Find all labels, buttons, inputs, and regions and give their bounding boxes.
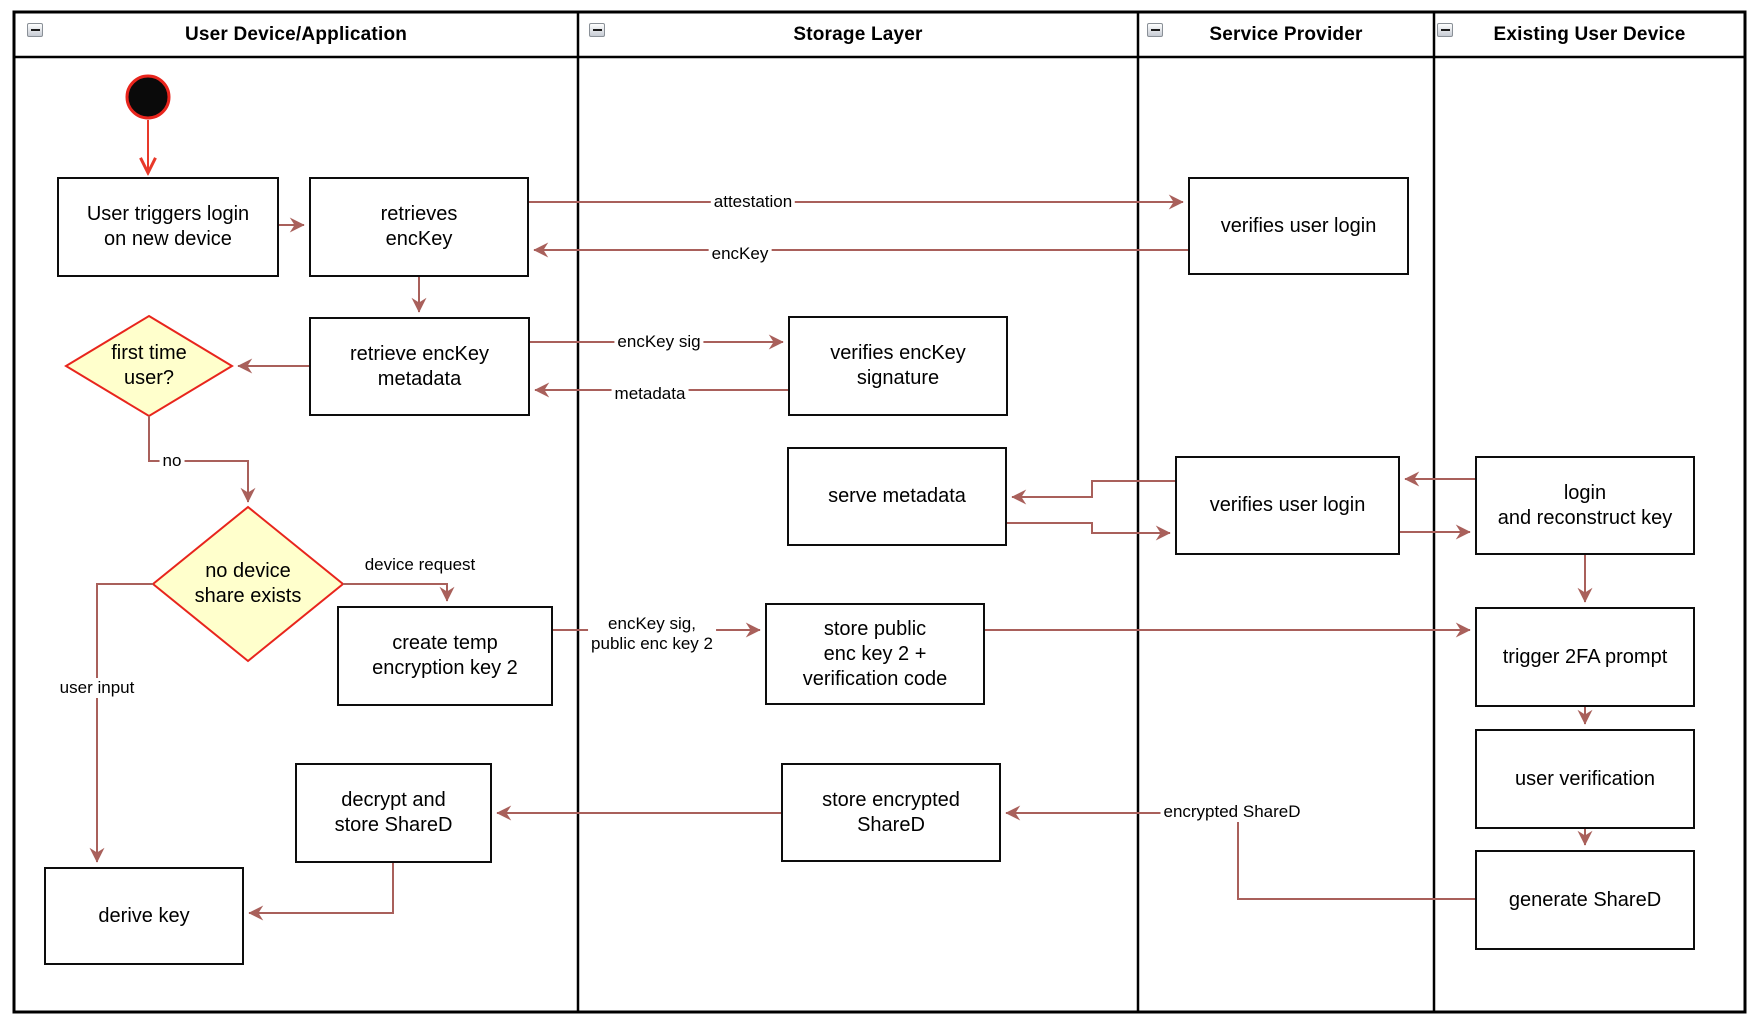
lane-header-service-provider[interactable]: Service Provider xyxy=(1138,12,1434,57)
store-encrypted-shared[interactable]: store encrypted ShareD xyxy=(781,763,1001,862)
edge-label-metadata-return[interactable]: metadata xyxy=(611,384,689,404)
minus-icon xyxy=(1150,29,1160,31)
verifies-user-login-mid[interactable]: verifies user login xyxy=(1175,456,1400,555)
edge-servemeta-to-verifies[interactable] xyxy=(1007,522,1171,541)
trigger-2fa-prompt[interactable]: trigger 2FA prompt xyxy=(1475,607,1695,707)
edge-device-request[interactable] xyxy=(343,583,455,602)
edge-user-input[interactable] xyxy=(89,583,153,863)
minus-icon xyxy=(592,29,602,31)
first-time-user-label[interactable]: first time user? xyxy=(111,342,187,389)
edge-label-enckey-sig[interactable]: encKey sig xyxy=(614,332,704,352)
diagram-shapes xyxy=(64,74,345,663)
user-triggers-login[interactable]: User triggers login on new device xyxy=(57,177,279,277)
diagram-edges xyxy=(89,120,1593,921)
edge-no-branch[interactable] xyxy=(148,416,256,503)
create-temp-key2[interactable]: create temp encryption key 2 xyxy=(337,606,553,706)
no-device-share-exists-label[interactable]: no device share exists xyxy=(194,560,302,607)
decrypt-store-shared[interactable]: decrypt and store ShareD xyxy=(295,763,492,863)
retrieves-enckey[interactable]: retrieves encKey xyxy=(309,177,529,277)
edge-label-user-input[interactable]: user input xyxy=(56,678,138,698)
lane-title: User Device/Application xyxy=(184,23,408,45)
user-verification[interactable]: user verification xyxy=(1475,729,1695,829)
edge-verifies-to-servemeta[interactable] xyxy=(1011,480,1175,505)
verifies-enckey-signature[interactable]: verifies encKey signature xyxy=(788,316,1008,416)
lane-header-user-device-application[interactable]: User Device/Application xyxy=(14,12,578,57)
edge-label-no-branch[interactable]: no xyxy=(159,451,185,471)
generate-shared[interactable]: generate ShareD xyxy=(1475,850,1695,950)
lane-title: Service Provider xyxy=(1209,23,1363,45)
no-device-share-exists[interactable] xyxy=(151,505,345,663)
minus-icon xyxy=(30,29,40,31)
store-public-enc-key2[interactable]: store public enc key 2 + verification co… xyxy=(765,603,985,705)
serve-metadata[interactable]: serve metadata xyxy=(787,447,1007,546)
edge-label-enckey-sig-pubkey2[interactable]: encKey sig, public enc key 2 xyxy=(588,614,716,654)
edge-label-enckey-return[interactable]: encKey xyxy=(708,244,772,264)
edge-encrypted-shared[interactable] xyxy=(1005,805,1475,900)
edge-decrypt-to-derive[interactable] xyxy=(248,863,394,921)
edge-label-attestation[interactable]: attestation xyxy=(710,192,796,212)
start-state[interactable] xyxy=(125,74,171,120)
edge-label-encrypted-shared[interactable]: encrypted ShareD xyxy=(1160,802,1304,822)
lane-header-existing-user-device[interactable]: Existing User Device xyxy=(1434,12,1745,57)
derive-key[interactable]: derive key xyxy=(44,867,244,965)
lane-title: Existing User Device xyxy=(1493,23,1686,45)
collapse-lane-4-minus-icon[interactable] xyxy=(1437,23,1453,37)
login-reconstruct-key[interactable]: login and reconstruct key xyxy=(1475,456,1695,555)
collapse-lane-2-minus-icon[interactable] xyxy=(589,23,605,37)
collapse-lane-1-minus-icon[interactable] xyxy=(27,23,43,37)
verifies-user-login-top[interactable]: verifies user login xyxy=(1188,177,1409,275)
swimlane-pool-borders xyxy=(12,10,1747,1014)
lane-title: Storage Layer xyxy=(793,23,923,45)
edge-label-device-request[interactable]: device request xyxy=(364,555,476,574)
retrieve-enckey-metadata[interactable]: retrieve encKey metadata xyxy=(309,317,530,416)
lane-header-storage-layer[interactable]: Storage Layer xyxy=(578,12,1138,57)
collapse-lane-3-minus-icon[interactable] xyxy=(1147,23,1163,37)
minus-icon xyxy=(1440,29,1450,31)
